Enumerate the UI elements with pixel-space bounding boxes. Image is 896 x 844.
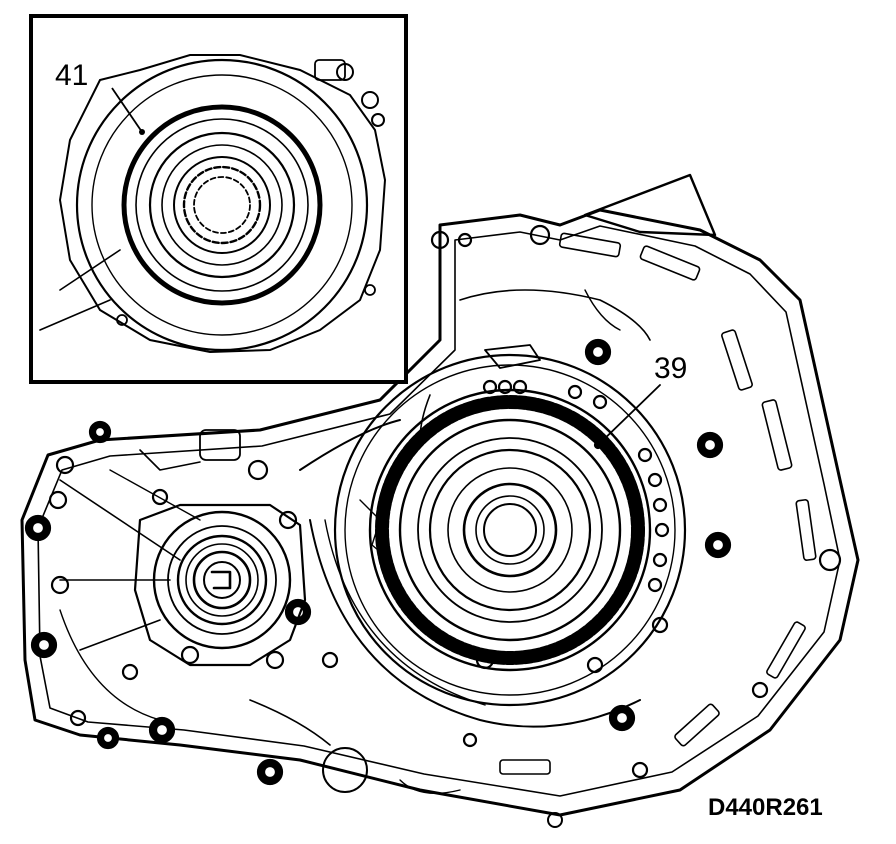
callout-label-41: 41	[55, 59, 88, 92]
gear-assembly-39	[333, 344, 687, 707]
left-bearing-assembly	[133, 503, 307, 667]
transmission-housing	[20, 173, 860, 828]
leader-line-39	[597, 384, 661, 446]
callout-label-39: 39	[654, 352, 687, 385]
leader-line-41	[111, 87, 143, 133]
figure-code: D440R261	[708, 794, 823, 821]
inset-detail	[29, 14, 408, 384]
